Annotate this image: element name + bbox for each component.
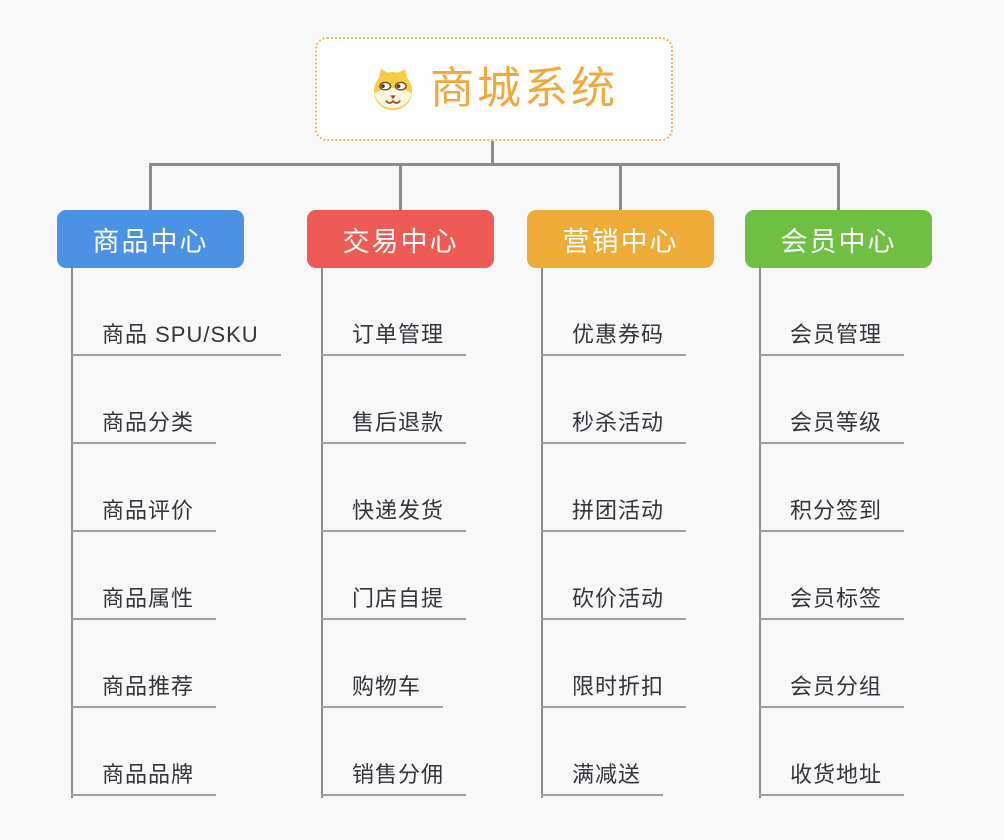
- branch-label: 会员中心: [780, 226, 897, 257]
- leaf-node[interactable]: 优惠券码: [541, 322, 687, 356]
- connector-drop-marketing-center: [619, 163, 622, 211]
- connector-drop-member-center: [837, 163, 840, 211]
- leaf-node[interactable]: 快递发货: [321, 498, 467, 532]
- leaf-node[interactable]: 秒杀活动: [541, 410, 687, 444]
- leaf-node[interactable]: 订单管理: [321, 322, 467, 356]
- leaf-node[interactable]: 砍价活动: [541, 586, 687, 620]
- branch-label: 营销中心: [562, 226, 679, 257]
- leaf-node[interactable]: 满减送: [541, 762, 664, 796]
- connector-root-stub: [491, 141, 494, 165]
- leaf-node[interactable]: 限时折扣: [541, 674, 687, 708]
- connector-drop-trade-center: [399, 163, 402, 211]
- leaf-node[interactable]: 商品评价: [71, 498, 217, 532]
- dog-face-icon: [373, 69, 413, 111]
- branch-node-marketing-center[interactable]: 营销中心: [527, 210, 714, 268]
- branch-node-trade-center[interactable]: 交易中心: [307, 210, 494, 268]
- leaf-node[interactable]: 会员分组: [759, 674, 905, 708]
- branch-node-member-center[interactable]: 会员中心: [745, 210, 932, 268]
- leaf-node[interactable]: 会员等级: [759, 410, 905, 444]
- leaf-node[interactable]: 商品品牌: [71, 762, 217, 796]
- leaf-node[interactable]: 拼团活动: [541, 498, 687, 532]
- branch-label: 商品中心: [92, 226, 209, 257]
- leaf-node[interactable]: 收货地址: [759, 762, 905, 796]
- connector-horizontal-bar: [149, 163, 840, 166]
- branch-children-trade-center: 订单管理 售后退款 快递发货 门店自提 购物车 销售分佣: [321, 268, 467, 798]
- root-node-mall-system[interactable]: 商城系统: [315, 37, 673, 141]
- branch-children-product-center: 商品 SPU/SKU 商品分类 商品评价 商品属性 商品推荐 商品品牌: [71, 268, 281, 798]
- leaf-node[interactable]: 商品 SPU/SKU: [71, 322, 281, 356]
- leaf-node[interactable]: 商品分类: [71, 410, 217, 444]
- leaf-node[interactable]: 商品推荐: [71, 674, 217, 708]
- leaf-node[interactable]: 购物车: [321, 674, 444, 708]
- leaf-node[interactable]: 会员管理: [759, 322, 905, 356]
- leaf-node[interactable]: 销售分佣: [321, 762, 467, 796]
- leaf-node[interactable]: 门店自提: [321, 586, 467, 620]
- branch-node-product-center[interactable]: 商品中心: [57, 210, 244, 268]
- branch-children-marketing-center: 优惠券码 秒杀活动 拼团活动 砍价活动 限时折扣 满减送: [541, 268, 687, 798]
- branch-label: 交易中心: [342, 226, 459, 257]
- leaf-node[interactable]: 会员标签: [759, 586, 905, 620]
- leaf-node[interactable]: 积分签到: [759, 498, 905, 532]
- leaf-node[interactable]: 售后退款: [321, 410, 467, 444]
- root-node-label: 商城系统: [430, 64, 618, 113]
- leaf-node[interactable]: 商品属性: [71, 586, 217, 620]
- branch-children-member-center: 会员管理 会员等级 积分签到 会员标签 会员分组 收货地址: [759, 268, 905, 798]
- connector-drop-product-center: [149, 163, 152, 211]
